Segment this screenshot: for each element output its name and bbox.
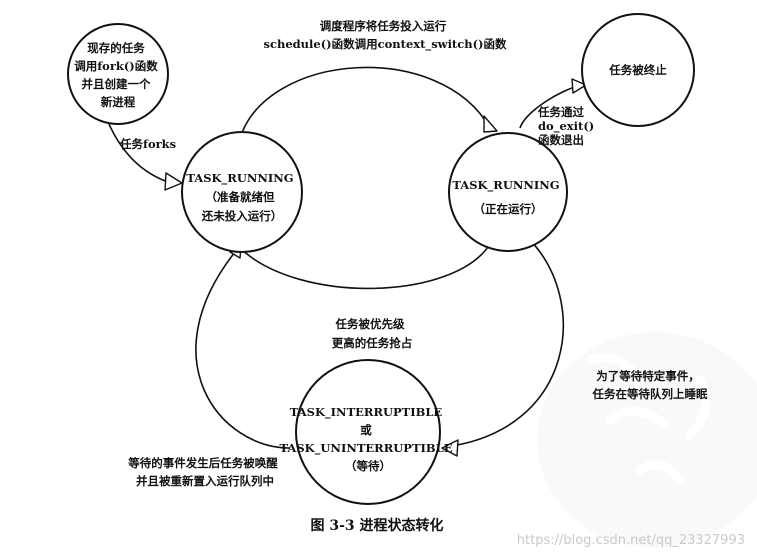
node-terminated-line-1: 任务被终止 [608,63,667,77]
label-fork: 任务forks [119,137,176,151]
label-exit-line-2: do_exit() [538,119,594,134]
label-wake-line-2: 并且被重新置入运行队列中 [136,474,274,488]
node-running-text: TASK_RUNNING （正在运行） [452,178,563,216]
watermark-url: https://blog.csdn.net/qq_23327993 [517,533,745,548]
label-exit-line-1: 任务通过 [537,105,584,119]
node-waiting-text: TASK_INTERRUPTIBLE 或 TASK_UNINTERRUPTIBL… [280,405,457,473]
edge-schedule [239,66,491,139]
label-sleep-line-1: 为了等待特定事件， [596,369,700,383]
node-new-task-circle [67,23,169,125]
node-new-line-1: 现存的任务 [87,41,145,55]
node-running-line-2: （正在运行） [474,202,543,216]
node-ready-circle [181,131,303,253]
label-wake-line-1: 等待的事件发生后任务被唤醒 [127,456,278,470]
stamp-decoration [537,332,757,548]
arrowhead-sleep [441,439,459,457]
label-schedule-line-2: schedule()函数调用context_switch()函数 [263,37,507,52]
label-wake: 等待的事件发生后任务被唤醒 并且被重新置入运行队列中 [127,456,282,488]
label-sleep: 为了等待特定事件， 任务在等待队列上睡眠 [592,369,708,401]
node-new-line-3: 并且创建一个 [81,77,150,91]
node-ready-text: TASK_RUNNING （准备就绪但 还未投入运行） [186,171,297,223]
node-ready-line-1: TASK_RUNNING [186,171,293,186]
label-exit: 任务通过 do_exit() 函数退出 [537,105,598,147]
node-waiting-line-2: 或 [360,423,372,437]
edge-wake [195,251,291,449]
label-schedule: 调度程序将任务投入运行 schedule()函数调用context_switch… [263,19,507,52]
label-schedule-line-1: 调度程序将任务投入运行 [320,19,447,33]
label-preempt-line-1: 任务被优先级 [334,317,404,331]
node-ready-line-2: （准备就绪但 [205,190,274,204]
arrowhead-fork [164,172,183,191]
node-waiting-line-3: TASK_UNINTERRUPTIBLE [280,441,453,456]
edge-preempt [239,243,491,290]
node-terminated-circle [581,13,695,127]
label-preempt: 任务被优先级 更高的任务抢占 [332,317,413,350]
arrowhead-schedule [483,115,498,133]
node-waiting-circle [295,359,441,505]
label-sleep-line-2: 任务在等待队列上睡眠 [592,387,708,401]
node-waiting-line-1: TASK_INTERRUPTIBLE [290,405,443,420]
node-running-line-1: TASK_RUNNING [452,178,559,193]
edge-sleep [444,237,565,448]
figure-caption: 图 3-3 进程状态转化 [310,517,443,534]
node-new-task-text: 现存的任务 调用fork()函数 并且创建一个 新进程 [74,41,162,109]
node-new-line-2: 调用fork()函数 [74,59,158,73]
node-waiting-line-4: （等待） [345,459,391,473]
node-running-circle [448,132,568,252]
node-ready-line-3: 还未投入运行） [201,209,283,223]
node-terminated-text: 任务被终止 [608,63,667,77]
label-preempt-line-2: 更高的任务抢占 [332,336,413,350]
arrowhead-exit [571,78,587,94]
label-fork-line-1: 任务forks [119,137,176,151]
node-new-line-4: 新进程 [101,95,136,109]
label-exit-line-3: 函数退出 [538,133,584,147]
